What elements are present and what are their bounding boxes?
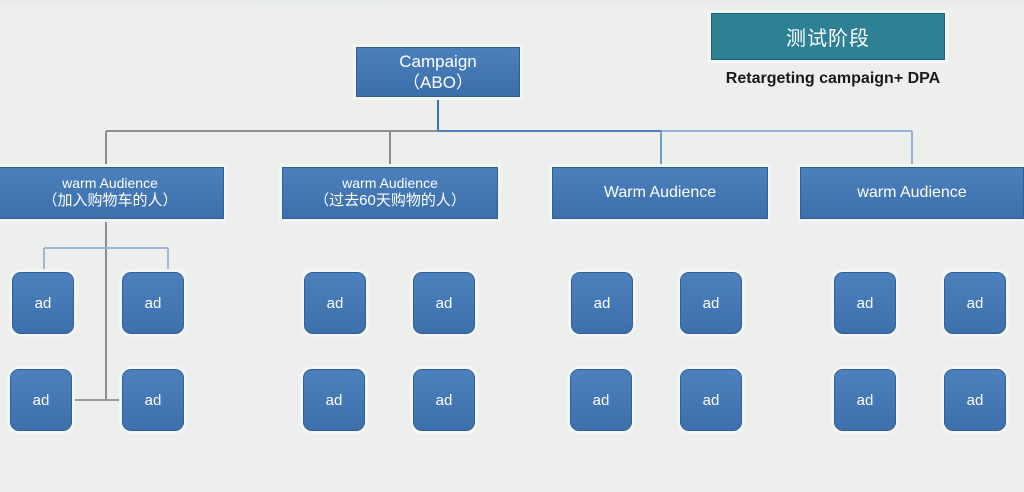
audience-node-2[interactable]: warm Audience （过去60天购物的人） (282, 167, 498, 219)
ad-node-g1-4[interactable]: ad (122, 369, 184, 431)
ad-node-g1-1[interactable]: ad (12, 272, 74, 334)
audience-node-2-title: warm Audience (342, 174, 438, 191)
ad-node-g2-2[interactable]: ad (413, 272, 475, 334)
ad-node-g3-4[interactable]: ad (680, 369, 742, 431)
ad-node-g4-3[interactable]: ad (834, 369, 896, 431)
ad-node-g4-4[interactable]: ad (944, 369, 1006, 431)
stage-caption: Retargeting campaign+ DPA (725, 70, 941, 87)
audience-node-4[interactable]: warm Audience (800, 167, 1024, 219)
ad-node-g4-2[interactable]: ad (944, 272, 1006, 334)
ad-node-g1-2[interactable]: ad (122, 272, 184, 334)
audience-node-1-title: warm Audience (62, 174, 158, 191)
ad-node-g2-3[interactable]: ad (303, 369, 365, 431)
ad-node-g2-1[interactable]: ad (304, 272, 366, 334)
stage-badge: 测试阶段 (711, 13, 945, 60)
campaign-node-subtitle: （ABO） (403, 73, 473, 92)
ad-node-g4-1[interactable]: ad (834, 272, 896, 334)
ad-node-g3-2[interactable]: ad (680, 272, 742, 334)
stage-badge-label: 测试阶段 (786, 28, 870, 50)
audience-node-4-title: warm Audience (857, 184, 967, 201)
ad-node-g1-3[interactable]: ad (10, 369, 72, 431)
audience-node-3-title: Warm Audience (603, 184, 717, 201)
audience-node-2-subtitle: （过去60天购物的人） (314, 192, 466, 210)
audience-node-1-subtitle: （加入购物车的人） (42, 192, 178, 210)
campaign-node[interactable]: Campaign （ABO） (356, 47, 520, 97)
ad-node-g2-4[interactable]: ad (413, 369, 475, 431)
top-edge-text-sliver (0, 0, 1024, 6)
campaign-node-title: Campaign (399, 51, 477, 71)
audience-node-3[interactable]: Warm Audience (552, 167, 768, 219)
ad-node-g3-1[interactable]: ad (571, 272, 633, 334)
audience-node-1[interactable]: warm Audience （加入购物车的人） (0, 167, 224, 219)
ad-node-g3-3[interactable]: ad (570, 369, 632, 431)
